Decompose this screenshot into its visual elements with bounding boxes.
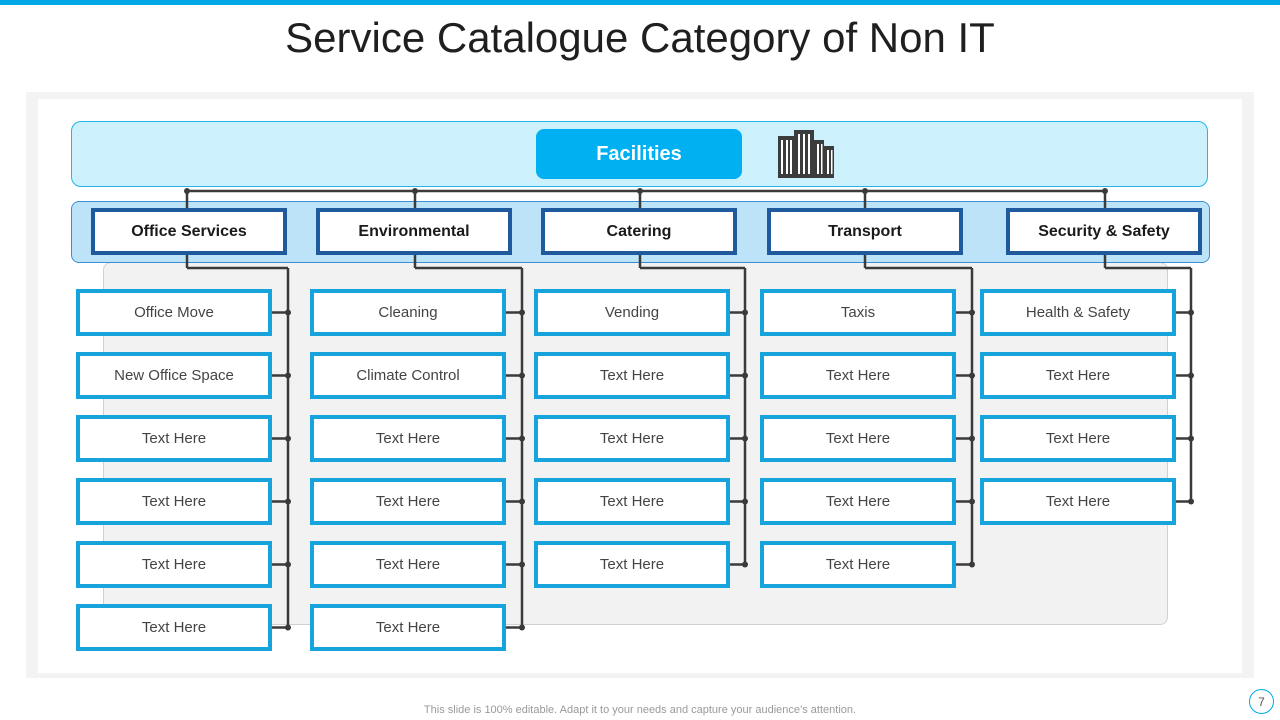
item-node: Text Here — [310, 415, 506, 462]
item-node: Cleaning — [310, 289, 506, 336]
item-node: New Office Space — [76, 352, 272, 399]
item-node: Text Here — [760, 352, 956, 399]
item-node: Text Here — [980, 478, 1176, 525]
category-node: Office Services — [91, 208, 287, 255]
item-node: Text Here — [76, 604, 272, 651]
top-accent-bar — [0, 0, 1280, 5]
page-number: 7 — [1249, 689, 1274, 714]
item-node: Text Here — [534, 541, 730, 588]
item-node: Text Here — [760, 415, 956, 462]
item-node: Text Here — [76, 541, 272, 588]
item-node: Text Here — [310, 604, 506, 651]
item-node: Text Here — [760, 478, 956, 525]
item-node: Text Here — [76, 478, 272, 525]
item-node: Taxis — [760, 289, 956, 336]
item-node: Text Here — [76, 415, 272, 462]
item-node: Office Move — [76, 289, 272, 336]
slide-title: Service Catalogue Category of Non IT — [285, 14, 995, 61]
category-node: Catering — [541, 208, 737, 255]
item-node: Health & Safety — [980, 289, 1176, 336]
item-node: Text Here — [980, 415, 1176, 462]
item-node: Climate Control — [310, 352, 506, 399]
category-node: Environmental — [316, 208, 512, 255]
item-node: Text Here — [760, 541, 956, 588]
item-node: Text Here — [534, 352, 730, 399]
item-node: Text Here — [310, 541, 506, 588]
item-node: Text Here — [534, 415, 730, 462]
item-node: Text Here — [310, 478, 506, 525]
item-node: Text Here — [980, 352, 1176, 399]
category-node: Transport — [767, 208, 963, 255]
root-node: Facilities — [536, 129, 742, 179]
item-node: Text Here — [534, 478, 730, 525]
building-icon — [778, 130, 834, 178]
item-node: Vending — [534, 289, 730, 336]
footer-note: This slide is 100% editable. Adapt it to… — [423, 704, 857, 716]
category-node: Security & Safety — [1006, 208, 1202, 255]
